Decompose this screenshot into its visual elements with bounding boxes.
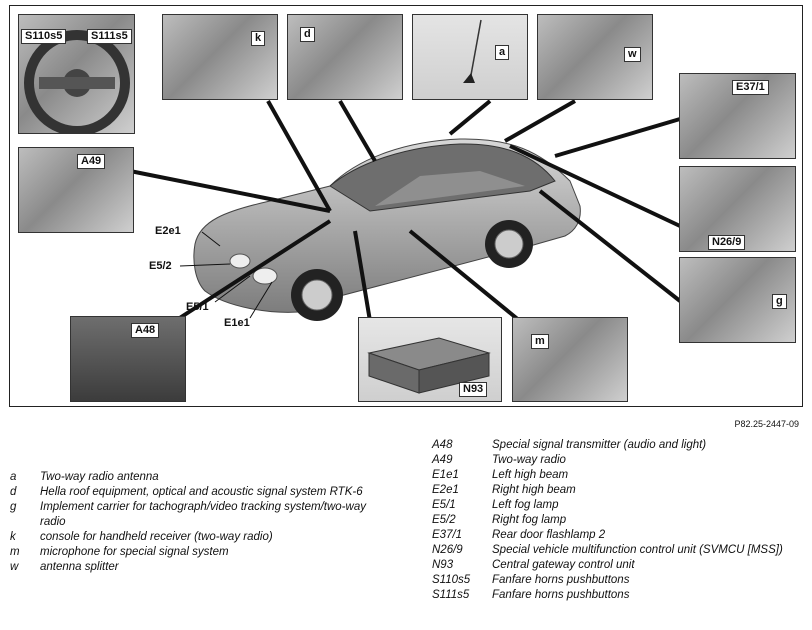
legend-key: S111s5: [432, 589, 470, 601]
photo-handheld-console: k: [162, 14, 278, 100]
tag-d: d: [300, 27, 315, 42]
legend-row: E2e1 Right high beam: [432, 483, 802, 498]
legend-description: Right high beam: [492, 484, 576, 496]
legend-key: A48: [432, 439, 453, 451]
legend-description: Rear door flashlamp 2: [492, 529, 606, 541]
legend-key: a: [10, 471, 17, 483]
figure-reference: P82.25-2447-09: [734, 419, 799, 429]
photo-antenna-splitter: w: [537, 14, 653, 100]
legend-row: E5/1 Left fog lamp: [432, 498, 802, 513]
legend-key: S110s5: [432, 574, 471, 586]
legend-key: E5/1: [432, 499, 456, 511]
legend-key: g: [10, 501, 17, 513]
label-e2e1: E2e1: [155, 225, 181, 237]
legend-key: E37/1: [432, 529, 463, 541]
legend-key: E2e1: [432, 484, 459, 496]
tag-e37-1: E37/1: [732, 80, 769, 95]
label-e5-1: E5/1: [186, 301, 209, 313]
tag-n26-9: N26/9: [708, 235, 746, 250]
legend-row: E5/2 Right fog lamp: [432, 513, 802, 528]
antenna-graphic: [463, 19, 482, 83]
legend-description: Fanfare horns pushbuttons: [492, 574, 630, 586]
tag-a48: A48: [131, 323, 160, 338]
legend-description: Fanfare horns pushbuttons: [492, 589, 630, 601]
legend-row: N26/9 Special vehicle multifunction contr…: [432, 543, 802, 558]
legend-row: N93 Central gateway control unit: [432, 558, 802, 573]
legend-description: Two-way radio antenna: [40, 471, 159, 483]
legend-left: a Two-way radio antenna d Hella roof equipm…: [10, 470, 370, 575]
label-e1e1: E1e1: [224, 317, 250, 329]
legend-description: Left high beam: [492, 469, 569, 481]
legend-row: a Two-way radio antenna: [10, 470, 370, 485]
legend-row: g Implement carrier for tachograph/video …: [10, 500, 370, 530]
legend-key: N93: [432, 559, 454, 571]
legend-description: Two-way radio: [492, 454, 566, 466]
legend-row: E1e1 Left high beam: [432, 468, 802, 483]
photo-microphone: m: [512, 317, 628, 402]
steering-wheel-graphic: [24, 30, 130, 133]
tag-n93: N93: [459, 382, 488, 397]
legend-key: k: [10, 531, 16, 543]
legend-description: Hella roof equipment, optical and acoust…: [40, 486, 363, 498]
photo-steering-wheel: S110s5 S111s5: [18, 14, 135, 134]
tag-a: a: [495, 45, 510, 60]
legend-description: Central gateway control unit: [492, 559, 635, 571]
gateway-unit-graphic: [367, 337, 491, 394]
legend-key: w: [10, 561, 19, 573]
legend-row: k console for handheld receiver (two-way …: [10, 530, 370, 545]
legend-description: console for handheld receiver (two-way r…: [40, 531, 273, 543]
legend-description: Right fog lamp: [492, 514, 567, 526]
tag-k: k: [251, 31, 266, 46]
legend-description: Implement carrier for tachograph/video t…: [40, 501, 366, 528]
photo-signal-transmitter: A48: [70, 316, 186, 402]
legend-description: Left fog lamp: [492, 499, 559, 511]
photo-implement-carrier: g: [679, 257, 796, 343]
legend-row: d Hella roof equipment, optical and acous…: [10, 485, 370, 500]
legend-key: m: [10, 546, 20, 558]
legend-key: d: [10, 486, 17, 498]
photo-roof-equipment: d: [287, 14, 403, 100]
legend-key: N26/9: [432, 544, 463, 556]
legend-row: E37/1 Rear door flashlamp 2: [432, 528, 802, 543]
tag-a49: A49: [77, 154, 106, 169]
legend-row: S110s5 Fanfare horns pushbuttons: [432, 573, 802, 588]
legend-row: A49 Two-way radio: [432, 453, 802, 468]
legend-row: A48 Special signal transmitter (audio and…: [432, 438, 802, 453]
legend-key: A49: [432, 454, 453, 466]
legend-row: w antenna splitter: [10, 560, 370, 575]
legend-right: A48 Special signal transmitter (audio and…: [432, 438, 802, 603]
photo-svmcu: N26/9: [679, 166, 796, 252]
car-illustration: [129, 99, 682, 323]
legend-key: E5/2: [432, 514, 456, 526]
photo-antenna: a: [412, 14, 528, 100]
legend-row: m microphone for special signal system: [10, 545, 370, 560]
legend-description: antenna splitter: [40, 561, 119, 573]
legend-description: microphone for special signal system: [40, 546, 229, 558]
tag-s111s5: S111s5: [87, 29, 132, 44]
photo-two-way-radio: A49: [18, 147, 134, 233]
legend-description: Special signal transmitter (audio and li…: [492, 439, 707, 451]
legend-key: E1e1: [432, 469, 459, 481]
photo-rear-flashlamp: E37/1: [679, 73, 796, 159]
tag-g: g: [772, 294, 787, 309]
diagram-figure: S110s5 S111s5 k d a w E37/1 A49 N26/9 g …: [9, 5, 803, 407]
tag-w: w: [624, 47, 641, 62]
tag-s110s5: S110s5: [21, 29, 67, 44]
label-e5-2: E5/2: [149, 260, 172, 272]
legend-row: S111s5 Fanfare horns pushbuttons: [432, 588, 802, 603]
photo-gateway-unit: N93: [358, 317, 502, 402]
legend-description: Special vehicle multifunction control un…: [492, 544, 783, 556]
tag-m: m: [531, 334, 549, 349]
